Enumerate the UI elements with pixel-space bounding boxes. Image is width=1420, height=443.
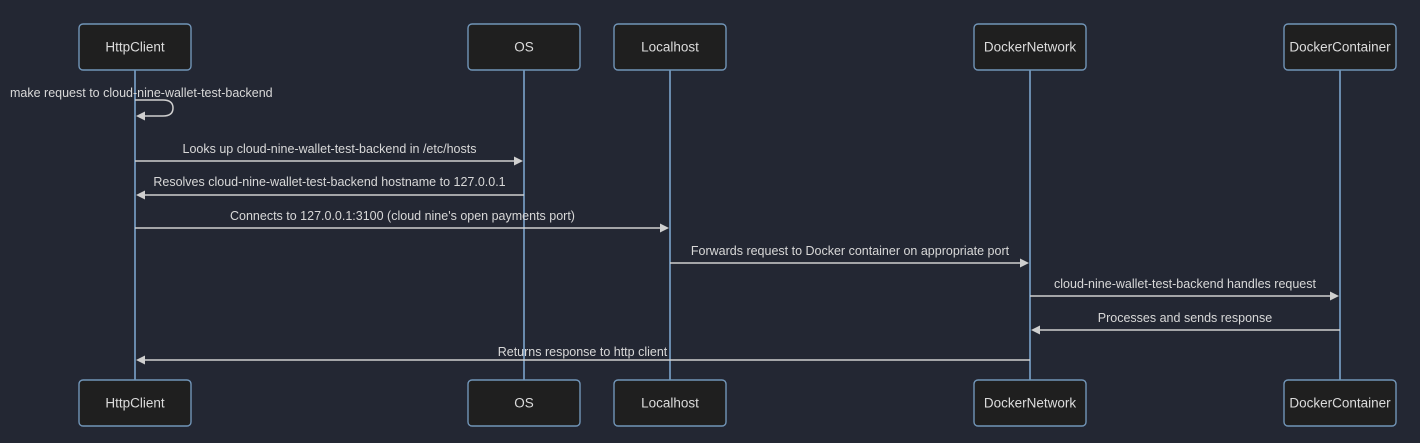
arrowhead <box>514 156 523 166</box>
message-label: Connects to 127.0.0.1:3100 (cloud nine's… <box>230 209 575 223</box>
participant-os-top[interactable]: OS <box>467 23 581 71</box>
lifelines-layer <box>134 70 1341 380</box>
message-m5[interactable]: Forwards request to Docker container on … <box>670 244 1029 268</box>
participant-httpclient-top[interactable]: HttpClient <box>78 23 192 71</box>
participant-box <box>973 23 1087 71</box>
participant-dockercontainer-bottom[interactable]: DockerContainer <box>1283 379 1397 427</box>
arrowhead <box>1020 258 1029 268</box>
message-m1[interactable]: make request to cloud-nine-wallet-test-b… <box>10 86 273 121</box>
arrowhead <box>660 223 669 233</box>
participant-box <box>467 379 581 427</box>
participant-label: HttpClient <box>105 40 165 55</box>
message-label: Looks up cloud-nine-wallet-test-backend … <box>183 142 477 156</box>
participant-dockercontainer-top[interactable]: DockerContainer <box>1283 23 1397 71</box>
message-label: make request to cloud-nine-wallet-test-b… <box>10 86 273 100</box>
arrowhead <box>136 355 145 365</box>
message-m6[interactable]: cloud-nine-wallet-test-backend handles r… <box>1030 277 1339 301</box>
participant-label: HttpClient <box>105 396 165 411</box>
participant-label: OS <box>514 396 534 411</box>
participant-os-bottom[interactable]: OS <box>467 379 581 427</box>
participant-label: OS <box>514 40 534 55</box>
message-m4[interactable]: Connects to 127.0.0.1:3100 (cloud nine's… <box>135 209 669 233</box>
message-label: Returns response to http client <box>498 345 668 359</box>
message-m8[interactable]: Returns response to http client <box>136 345 1030 365</box>
participant-box <box>1283 379 1397 427</box>
participant-label: DockerNetwork <box>984 396 1077 411</box>
participant-box <box>467 23 581 71</box>
message-m7[interactable]: Processes and sends response <box>1031 311 1340 335</box>
messages-layer: make request to cloud-nine-wallet-test-b… <box>10 86 1340 365</box>
participant-box <box>78 23 192 71</box>
participant-label: DockerNetwork <box>984 40 1077 55</box>
message-m3[interactable]: Resolves cloud-nine-wallet-test-backend … <box>136 175 524 200</box>
participant-label: DockerContainer <box>1289 396 1391 411</box>
message-loop-path <box>135 99 174 117</box>
participant-box <box>1283 23 1397 71</box>
participant-label: DockerContainer <box>1289 40 1391 55</box>
message-label: cloud-nine-wallet-test-backend handles r… <box>1054 277 1316 291</box>
participant-dockernetwork-top[interactable]: DockerNetwork <box>973 23 1087 71</box>
participant-label: Localhost <box>641 40 699 55</box>
arrowhead <box>136 190 145 200</box>
participant-box <box>78 379 192 427</box>
participants-bottom-layer: HttpClient OS Localhost DockerNetwork Docker… <box>78 379 1397 427</box>
message-label: Processes and sends response <box>1098 311 1272 325</box>
participant-localhost-bottom[interactable]: Localhost <box>613 379 727 427</box>
participant-box <box>613 379 727 427</box>
participant-dockernetwork-bottom[interactable]: DockerNetwork <box>973 379 1087 427</box>
message-label: Forwards request to Docker container on … <box>691 244 1010 258</box>
participant-box <box>973 379 1087 427</box>
participant-box <box>613 23 727 71</box>
participant-httpclient-bottom[interactable]: HttpClient <box>78 379 192 427</box>
participant-label: Localhost <box>641 396 699 411</box>
message-label: Resolves cloud-nine-wallet-test-backend … <box>153 175 505 189</box>
arrowhead <box>136 111 145 121</box>
participants-top-layer: HttpClient OS Localhost DockerNetwork Docker… <box>78 23 1397 71</box>
arrowhead <box>1330 291 1339 301</box>
message-m2[interactable]: Looks up cloud-nine-wallet-test-backend … <box>135 142 523 166</box>
participant-localhost-top[interactable]: Localhost <box>613 23 727 71</box>
arrowhead <box>1031 325 1040 335</box>
